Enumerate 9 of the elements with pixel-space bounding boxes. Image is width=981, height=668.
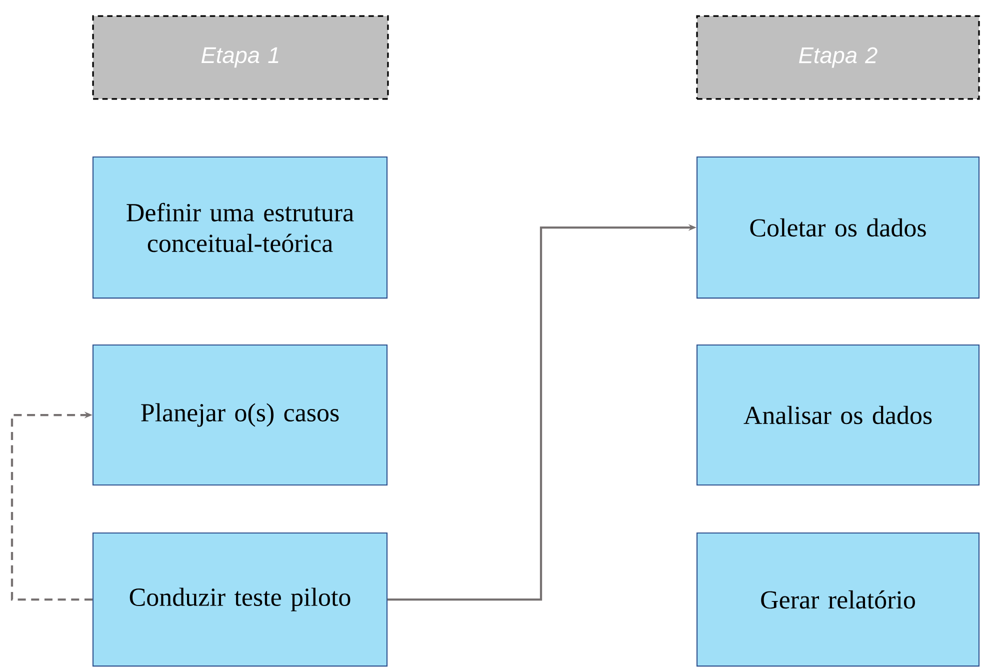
process-box: Definir uma estrutura conceitual-teórica <box>92 156 388 299</box>
arrow <box>10 412 92 601</box>
process-box: Coletar os dados <box>696 156 980 299</box>
process-box: Conduzir teste piloto <box>92 532 388 667</box>
stage-header-box: Etapa 1 <box>92 15 389 100</box>
stage-header-box: Etapa 2 <box>696 15 980 100</box>
process-box: Analisar os dados <box>696 344 980 486</box>
process-box: Gerar relatório <box>696 532 980 667</box>
process-box: Planejar o(s) casos <box>92 344 388 486</box>
